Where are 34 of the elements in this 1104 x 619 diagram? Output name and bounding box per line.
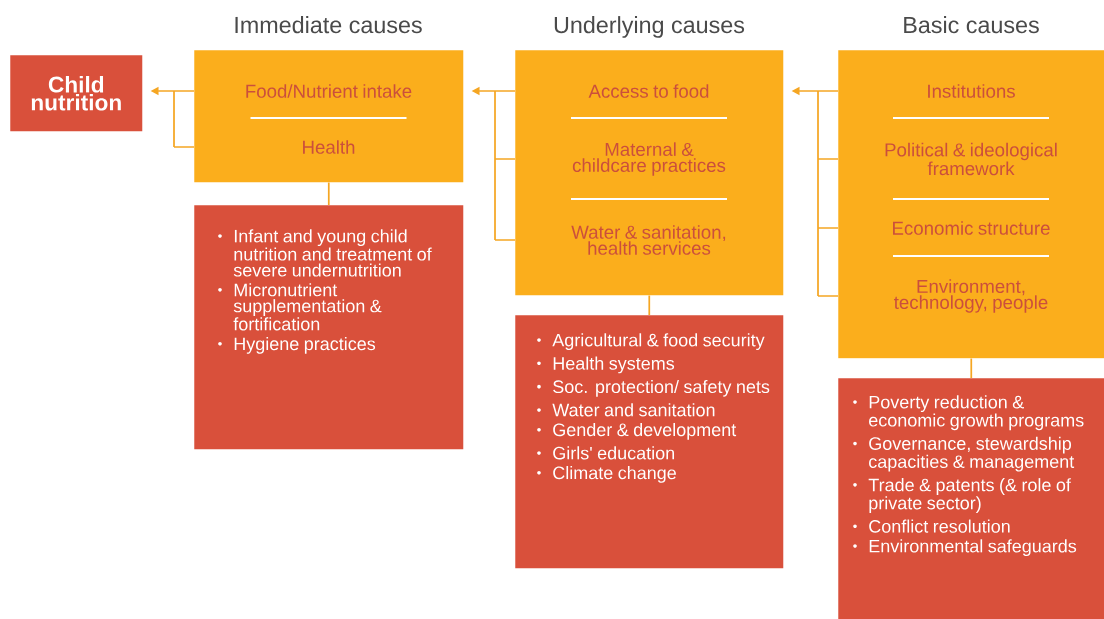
cause-label: Political & ideological framework (885, 142, 1057, 176)
bullet-item: Environmental safeguards (853, 539, 1077, 557)
bullet-item: Conflict resolution (853, 519, 1010, 533)
action-box (194, 205, 464, 450)
cause-label: Food/Nutrient intake (246, 84, 412, 98)
cause-label: Maternal & childcare practices (572, 142, 726, 176)
bullet-item: Micronutrient supplementation & fortification (218, 283, 382, 331)
bullet-item: Gender & development (537, 422, 737, 440)
connector-line (648, 294, 651, 316)
cause-label: Access to food (588, 84, 709, 98)
connector-line (970, 357, 973, 379)
node-label: Basic causes (904, 16, 1039, 34)
bullet-item: Climate change (537, 466, 676, 483)
bullet-item: Infant and young child nutrition and treatment of severe undernutrition (218, 229, 432, 277)
connector-line (327, 181, 330, 206)
bullet-item: Health systems (537, 356, 675, 374)
cause-label: Institutions (928, 84, 1015, 98)
bullet-item: Trade & patents (& role of private sector) (853, 478, 1071, 513)
node-label: Immediate causes (235, 16, 422, 34)
cause-label: Health (303, 140, 355, 154)
bullet-item: Governance, stewardship capacities & management (853, 436, 1075, 472)
action-box (515, 315, 784, 569)
bullet-item: Agricultural & food security (537, 333, 765, 351)
cause-label: Environment, technology, people (894, 279, 1048, 313)
bullet-item: Hygiene practices (218, 337, 376, 354)
node-label: Underlying causes (554, 16, 745, 38)
cause-label: Economic structure (893, 221, 1050, 235)
cause-label: Water & sanitation, health services (571, 225, 726, 255)
bullet-item: Poverty reduction & economic growth programs (853, 395, 1084, 431)
action-box (838, 378, 1104, 619)
outcome-box: Child nutrition (10, 55, 143, 132)
bullet-item: Water and sanitation (537, 403, 715, 417)
bullet-item: Soc. protection/ safety nets (537, 379, 770, 397)
bullet-item: Girls' education (537, 446, 674, 460)
